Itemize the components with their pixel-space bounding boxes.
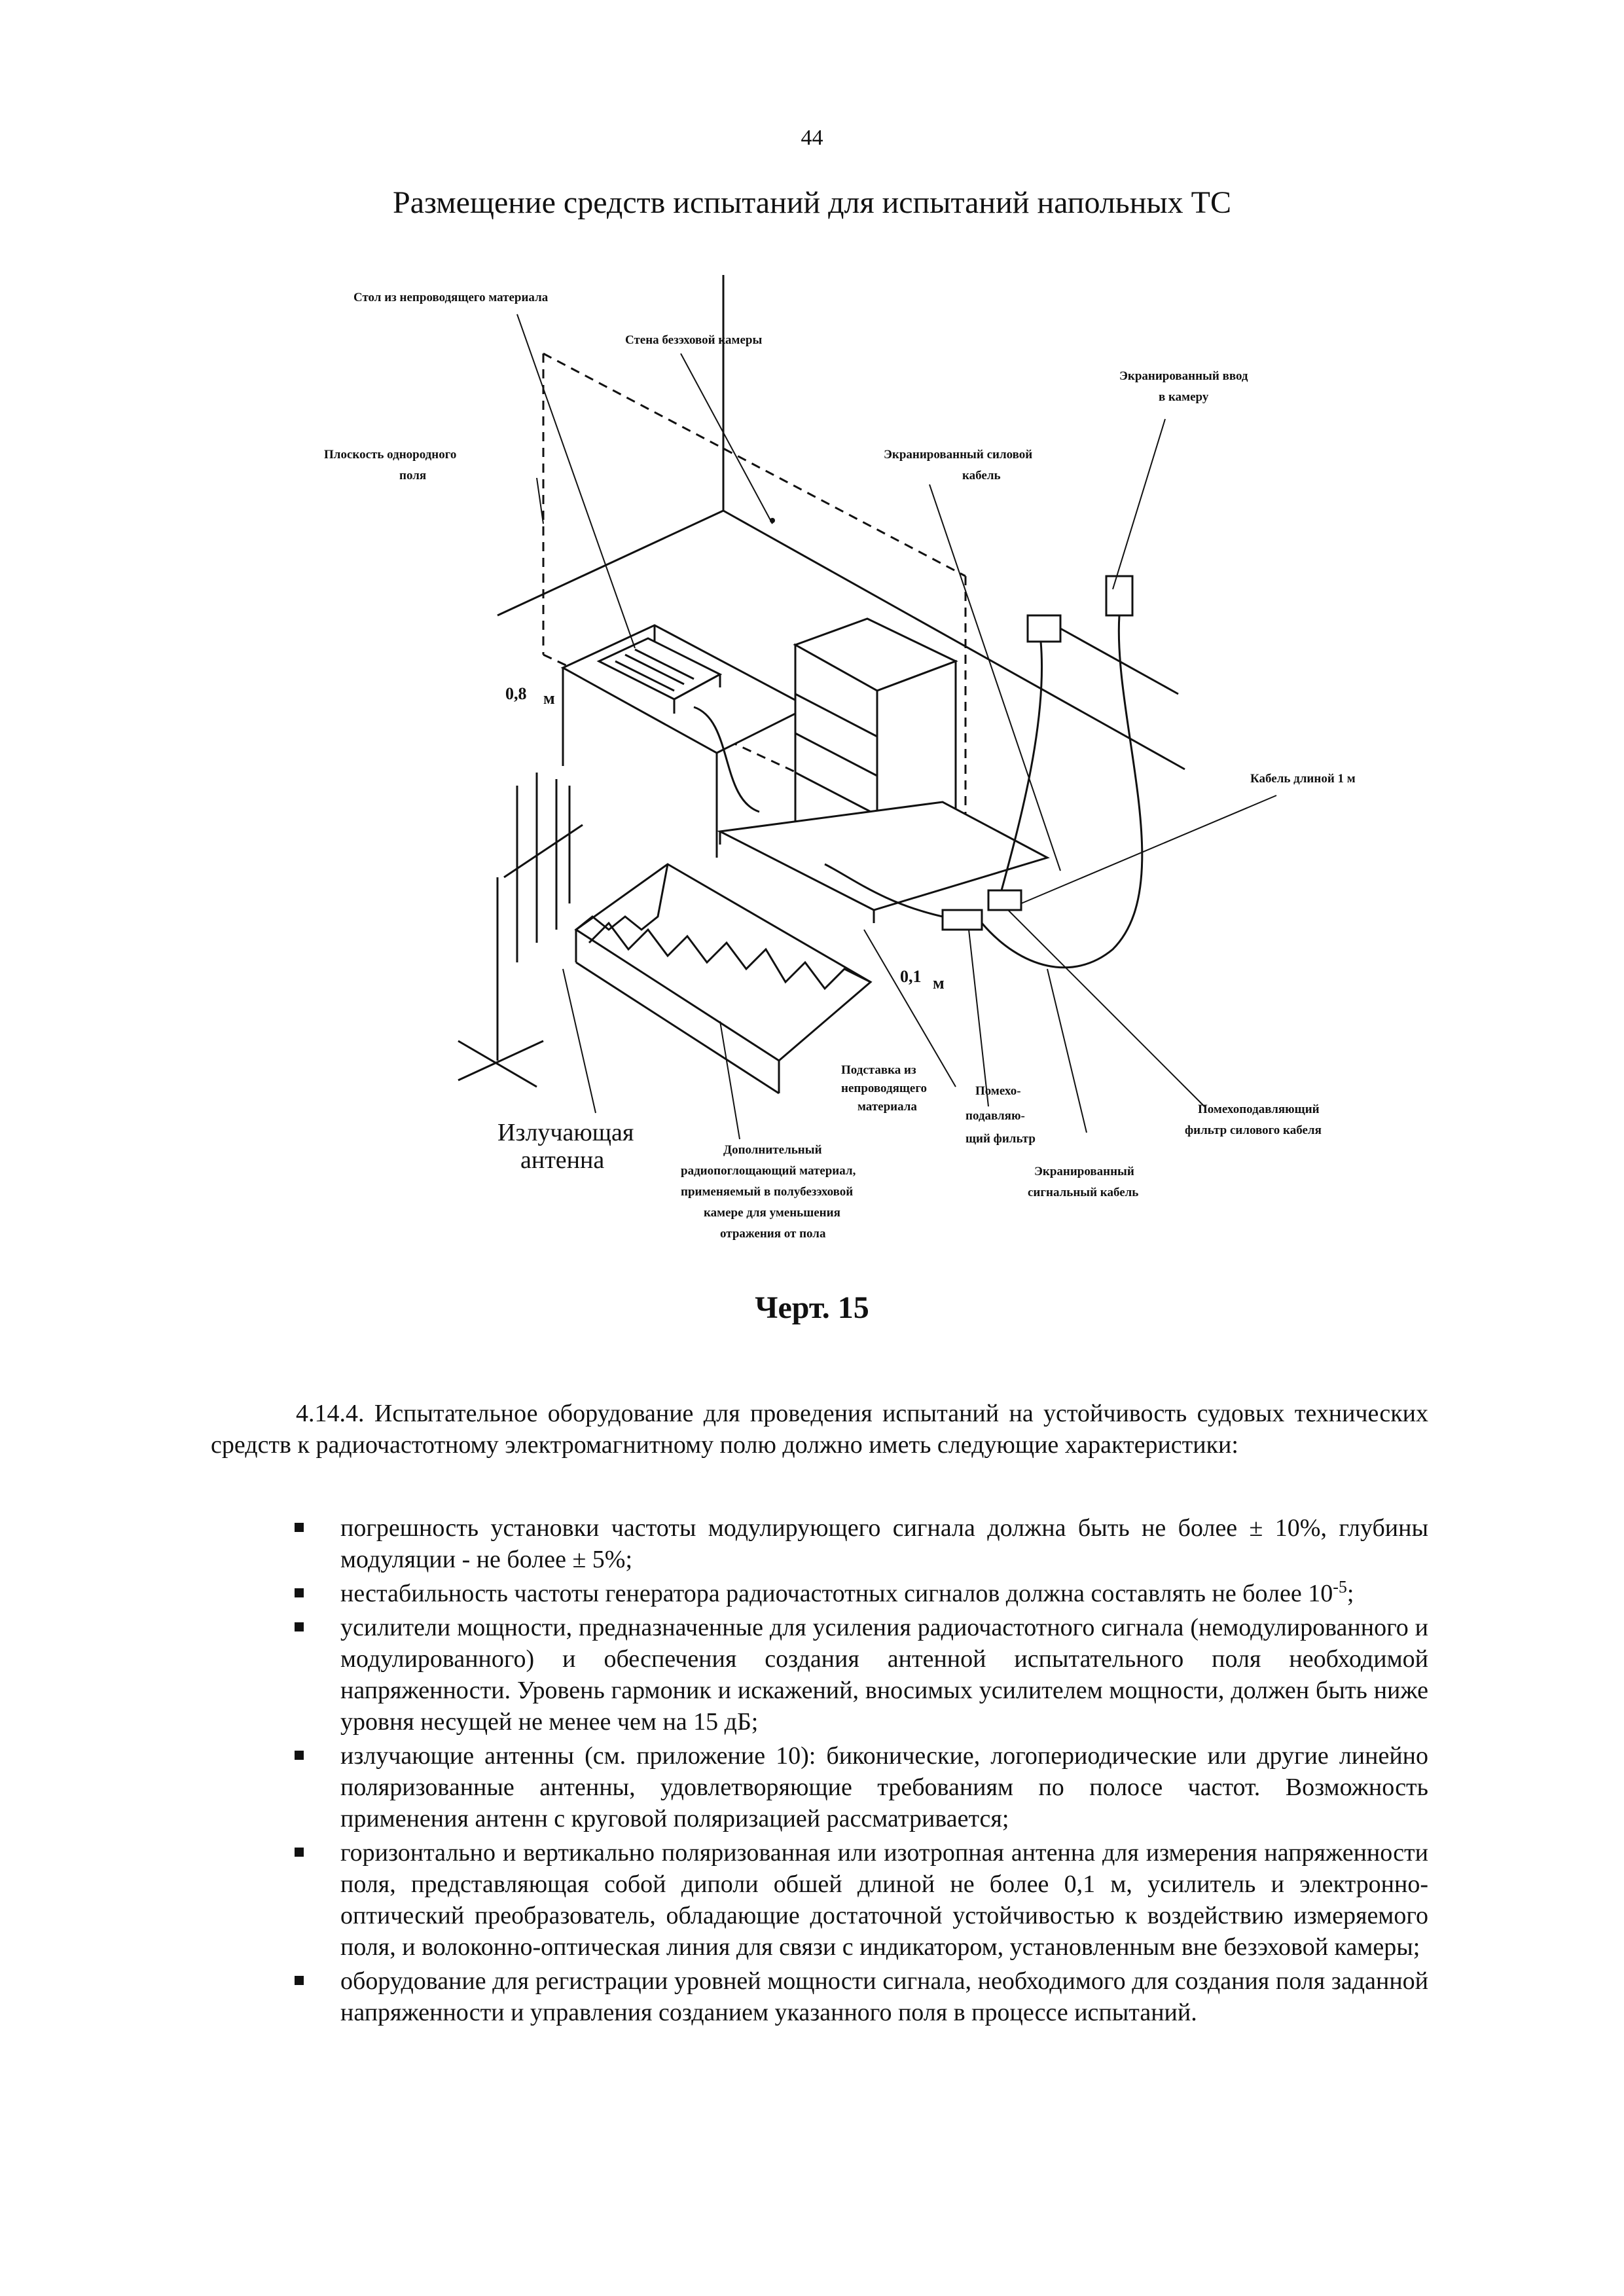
label-shielded-entry-2: в камеру xyxy=(1159,390,1209,404)
bullet-icon xyxy=(295,1976,304,1985)
page-title: Размещение средств испытаний для испытан… xyxy=(393,185,1231,220)
label-filter-3: щий фильтр xyxy=(965,1132,1036,1146)
label-stand-3: материала xyxy=(857,1100,917,1114)
list-item: погрешность установки частоты модулирующ… xyxy=(295,1512,1428,1575)
label-absorber-1: Дополнительный xyxy=(723,1143,822,1157)
label-shielded-entry-1: Экранированный ввод xyxy=(1119,369,1248,383)
bullet-icon xyxy=(295,1523,304,1532)
figure-caption: Черт. 15 xyxy=(755,1290,869,1325)
power-outlet xyxy=(1026,614,1062,643)
nonconductive-stand xyxy=(717,801,1050,923)
label-filter-1: Помехо- xyxy=(975,1084,1021,1098)
leader-lines xyxy=(516,314,1277,1140)
bullet-icon xyxy=(295,1622,304,1631)
label-table: Стол из непроводящего материала xyxy=(353,291,549,304)
label-signal-cable-1: Экранированный xyxy=(1034,1165,1134,1178)
page-number: 44 xyxy=(801,126,823,150)
test-setup-figure: Стол из непроводящего материала Стена бе… xyxy=(324,275,1356,1241)
label-height-01: 0,1 xyxy=(900,967,922,986)
bullet-icon xyxy=(295,1848,304,1857)
label-wall: Стена безэховой камеры xyxy=(625,333,762,347)
radiating-antenna xyxy=(458,773,583,1088)
requirements-list: погрешность установки частоты модулирующ… xyxy=(295,1512,1428,2031)
label-field-plane-1: Плоскость однородного xyxy=(324,448,456,462)
label-power-filter-2: фильтр силового кабеля xyxy=(1185,1123,1322,1137)
shielded-signal-cable xyxy=(981,615,1144,969)
uniform-field-plane xyxy=(542,352,967,852)
label-power-cable-1: Экранированный силовой xyxy=(884,448,1032,462)
bullet-icon xyxy=(295,1588,304,1597)
label-antenna-2: антенна xyxy=(520,1146,604,1174)
label-absorber-5: отражения от пола xyxy=(720,1227,826,1241)
list-item: нестабильность частоты генератора радиоч… xyxy=(295,1577,1428,1609)
label-signal-cable-2: сигнальный кабель xyxy=(1028,1186,1138,1199)
list-item: излучающие антенны (см. приложение 10): … xyxy=(295,1740,1428,1834)
floor-edge-right xyxy=(723,509,1185,771)
exponent: -5 xyxy=(1333,1577,1347,1597)
power-cable-filter xyxy=(987,889,1022,911)
label-absorber-4: камере для уменьшения xyxy=(704,1206,840,1220)
label-absorber-2: радиопоглощающий материал, xyxy=(681,1164,856,1178)
table-device-cable xyxy=(693,706,760,813)
label-stand-2: непроводящего xyxy=(841,1082,927,1095)
shielded-power-cable xyxy=(1000,641,1043,891)
label-power-cable-2: кабель xyxy=(962,469,1001,483)
list-item: горизонтально и вертикально поляризованн… xyxy=(295,1837,1428,1963)
cable-1m xyxy=(824,863,943,918)
label-cable-1m: Кабель длиной 1 м xyxy=(1250,772,1356,786)
section-4-14-4-intro: 4.14.4. Испытательное оборудование для п… xyxy=(211,1400,1428,1459)
bullet-icon xyxy=(295,1751,304,1760)
floor-edge-left xyxy=(497,509,724,617)
label-height-08-unit: м xyxy=(543,689,555,708)
label-height-01-unit: м xyxy=(933,974,945,993)
list-item: оборудование для регистрации уровней мощ… xyxy=(295,1965,1428,2028)
label-absorber-3: применяемый в полубезэховой xyxy=(681,1185,853,1199)
list-item: усилители мощности, предназначенные для … xyxy=(295,1612,1428,1738)
label-height-08: 0,8 xyxy=(505,684,527,703)
label-power-filter-1: Помехоподавляющий xyxy=(1198,1102,1320,1116)
device-under-test-on-table xyxy=(596,637,723,714)
shielded-entry-box xyxy=(1105,575,1134,617)
label-stand-1: Подставка из xyxy=(841,1063,916,1077)
label-field-plane-2: поля xyxy=(399,469,426,483)
floor-absorber xyxy=(574,863,873,1095)
label-antenna-1: Излучающая xyxy=(497,1119,634,1146)
label-filter-2: подавляю- xyxy=(965,1109,1025,1123)
interference-filter xyxy=(941,909,983,931)
